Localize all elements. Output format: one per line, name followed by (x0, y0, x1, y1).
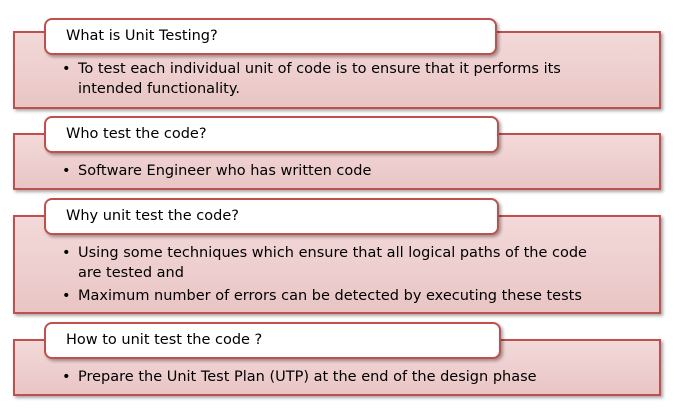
bullet-dot-icon: • (62, 369, 71, 385)
bullet-dot-icon: • (62, 61, 71, 77)
section-2-title: Who test the code? (66, 126, 207, 142)
section-3-title-box: Why unit test the code? (44, 198, 499, 235)
section-1-title-box: What is Unit Testing? (44, 18, 497, 55)
bullet-dot-icon: • (62, 245, 71, 261)
section-4-title: How to unit test the code ? (66, 332, 263, 348)
section-3-title: Why unit test the code? (66, 208, 239, 224)
section-1-title: What is Unit Testing? (66, 28, 218, 44)
section-3-bullets: • Using some techniques which ensure tha… (62, 243, 592, 309)
section-2-bullets: • Software Engineer who has written code (62, 161, 592, 184)
section-2-bullet-1: • Software Engineer who has written code (62, 163, 372, 179)
bullet-dot-icon: • (62, 288, 71, 304)
section-1-bullet-1: • To test each individual unit of code i… (62, 61, 561, 97)
section-3-bullet-2: • Maximum number of errors can be detect… (62, 288, 582, 304)
bullet-dot-icon: • (62, 163, 71, 179)
section-4-bullets: • Prepare the Unit Test Plan (UTP) at th… (62, 367, 592, 390)
section-2-title-box: Who test the code? (44, 116, 499, 153)
section-1-bullets: • To test each individual unit of code i… (62, 59, 567, 102)
section-4-bullet-1: • Prepare the Unit Test Plan (UTP) at th… (62, 369, 537, 385)
section-4-title-box: How to unit test the code ? (44, 322, 501, 359)
section-3-bullet-1: • Using some techniques which ensure tha… (62, 245, 587, 281)
